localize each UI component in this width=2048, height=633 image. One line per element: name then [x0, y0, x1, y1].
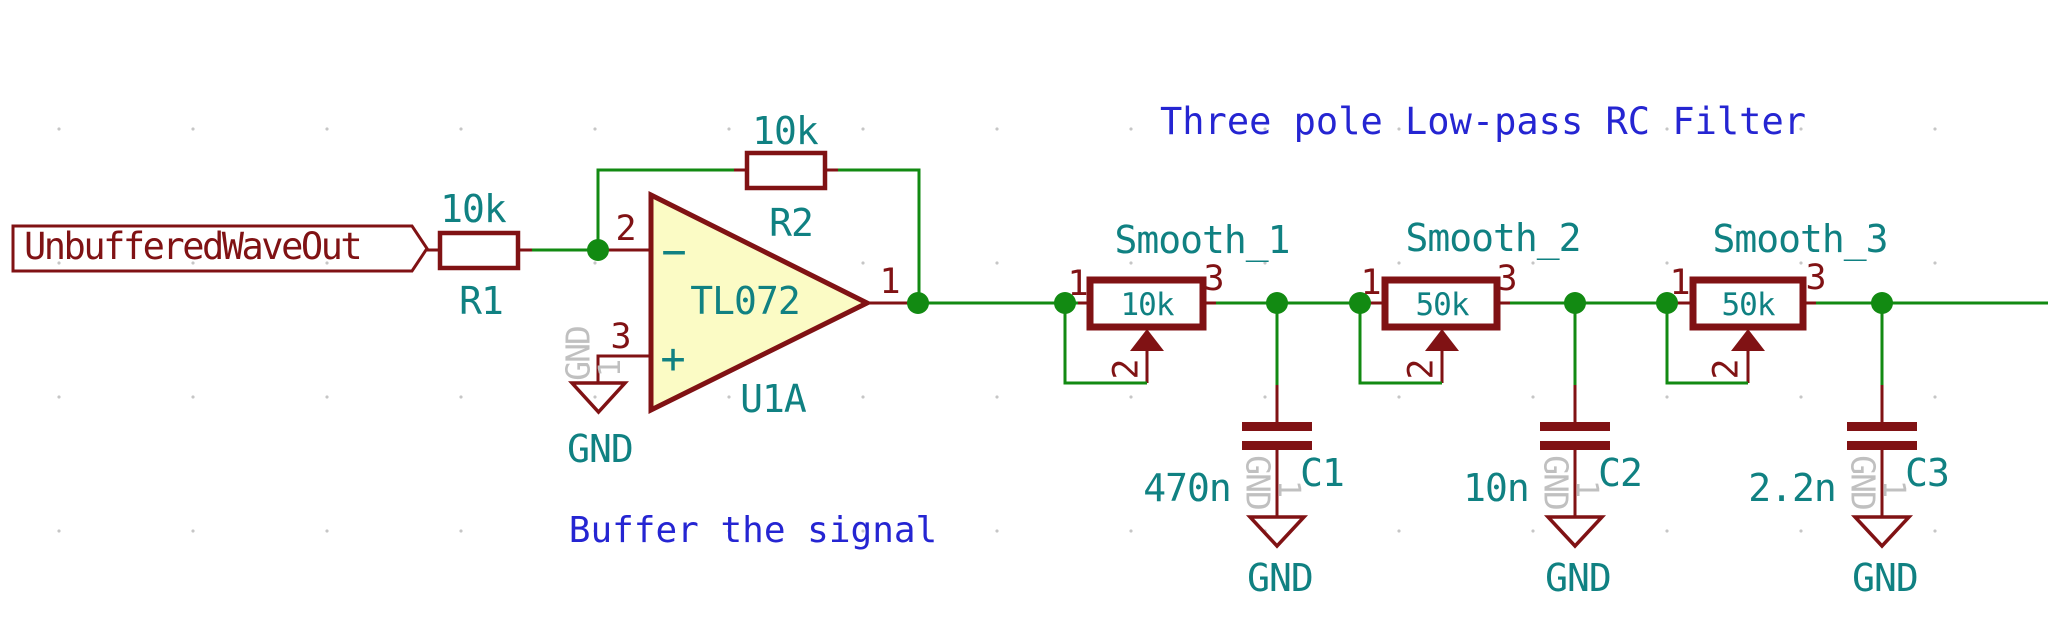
hierarchical-label-shape[interactable] — [11, 224, 429, 273]
pot-smooth3-wiper-arrow — [1731, 329, 1765, 351]
gnd-symbol-c3[interactable] — [1850, 515, 1914, 549]
gnd-hidden-pin-opamp: 1 — [593, 358, 628, 378]
pot-smooth1-wiper-arrow — [1130, 329, 1164, 351]
opamp-ref[interactable]: U1A — [740, 377, 807, 421]
c3-value[interactable]: 2.2n — [1748, 466, 1837, 510]
gnd-hidden-pin-c3: 1 — [1876, 479, 1911, 499]
opamp-body[interactable] — [648, 190, 873, 415]
opamp-value[interactable]: TL072 — [690, 279, 800, 323]
pot-smooth1-body[interactable] — [1086, 276, 1207, 331]
c3-ref[interactable]: C3 — [1905, 451, 1950, 495]
pot3-pin3-number: 3 — [1805, 258, 1827, 298]
gnd-symbol-c2[interactable] — [1543, 515, 1607, 549]
resistor-r2-body[interactable] — [744, 150, 828, 191]
cap-c1-plate-bottom[interactable] — [1242, 441, 1312, 450]
pot1-pin2-number: 2 — [1106, 358, 1147, 380]
pot3-value[interactable]: 50k — [1721, 287, 1776, 323]
cap-c2-plate-top[interactable] — [1540, 422, 1610, 431]
junction-c2[interactable] — [1564, 292, 1586, 314]
r2-ref[interactable]: R2 — [769, 201, 814, 245]
pot3-pin2-number: 2 — [1706, 358, 1747, 380]
pot2-pin1-number: 1 — [1360, 263, 1382, 303]
wire-pot3-wiper-loop[interactable] — [1665, 303, 1748, 385]
c2-value[interactable]: 10n — [1463, 466, 1530, 510]
opamp-pin-noninverting — [596, 354, 651, 383]
opamp-pin1-number: 1 — [879, 262, 901, 302]
junction-c3[interactable] — [1871, 292, 1893, 314]
pot1-pin1-number: 1 — [1067, 264, 1089, 304]
wire-pot1-wiper-loop[interactable] — [1063, 303, 1147, 385]
pot1-pin3-number: 3 — [1203, 259, 1225, 299]
gnd-hidden-name-opamp: GND — [558, 327, 598, 381]
c1-ref[interactable]: C1 — [1300, 451, 1345, 495]
junction-c1[interactable] — [1266, 292, 1288, 314]
gnd-hidden-pin-c1: 1 — [1271, 479, 1306, 499]
junction-pot2-in[interactable] — [1349, 292, 1371, 314]
wire-feedback-right[interactable] — [838, 168, 921, 303]
resistor-r1-body[interactable] — [437, 230, 521, 271]
hierarchical-label-text[interactable]: UnbufferedWaveOut — [24, 225, 363, 268]
gnd-label-c1[interactable]: GND — [1247, 556, 1314, 600]
opamp-pin2-number: 2 — [615, 209, 637, 249]
cap-c3-plate-top[interactable] — [1847, 422, 1917, 431]
cap-c2-plate-bottom[interactable] — [1540, 441, 1610, 450]
wire-pot2-wiper-loop[interactable] — [1358, 303, 1442, 385]
pot-smooth2-wiper-arrow — [1425, 329, 1459, 351]
pot2-pin3-number: 3 — [1496, 259, 1518, 299]
r2-value[interactable]: 10k — [752, 109, 819, 153]
gnd-symbol-c1[interactable] — [1245, 515, 1309, 549]
junction-pot1-in[interactable] — [1054, 292, 1076, 314]
gnd-label-opamp[interactable]: GND — [567, 427, 634, 471]
gnd-hidden-name-c1: GND — [1238, 455, 1278, 509]
cap-c3-plate-bottom[interactable] — [1847, 441, 1917, 450]
junction-pot3-in[interactable] — [1656, 292, 1678, 314]
junction-inverting-input[interactable] — [587, 239, 609, 261]
pot2-ref[interactable]: Smooth_2 — [1405, 216, 1581, 260]
buffer-note[interactable]: Buffer the signal — [568, 510, 938, 551]
gnd-label-c2[interactable]: GND — [1545, 556, 1612, 600]
wire-feedback-left[interactable] — [596, 168, 734, 250]
pot1-ref[interactable]: Smooth_1 — [1114, 218, 1290, 262]
pot2-pin2-number: 2 — [1401, 358, 1442, 380]
gnd-label-c3[interactable]: GND — [1852, 556, 1919, 600]
gnd-hidden-pin-c2: 1 — [1569, 479, 1604, 499]
pot3-ref[interactable]: Smooth_3 — [1712, 217, 1888, 261]
r1-value[interactable]: 10k — [440, 187, 507, 231]
pot-smooth3-body[interactable] — [1689, 276, 1807, 331]
junction-opamp-output[interactable] — [907, 292, 929, 314]
pot1-value[interactable]: 10k — [1120, 287, 1175, 323]
r1-ref[interactable]: R1 — [459, 279, 504, 323]
cap-c1-plate-top[interactable] — [1242, 422, 1312, 431]
c2-ref[interactable]: C2 — [1598, 451, 1643, 495]
gnd-hidden-name-c3: GND — [1843, 455, 1883, 509]
opamp-noninverting-sign: + — [660, 334, 686, 383]
pot3-pin1-number: 1 — [1669, 263, 1691, 303]
opamp-inverting-sign: − — [661, 227, 687, 276]
c1-value[interactable]: 470n — [1143, 466, 1232, 510]
gnd-symbol-opamp[interactable] — [568, 381, 629, 415]
gnd-hidden-name-c2: GND — [1536, 455, 1576, 509]
pot2-value[interactable]: 50k — [1415, 287, 1470, 323]
opamp-pin3-number: 3 — [610, 317, 632, 357]
filter-title-note[interactable]: Three pole Low-pass RC Filter — [1159, 100, 1807, 143]
